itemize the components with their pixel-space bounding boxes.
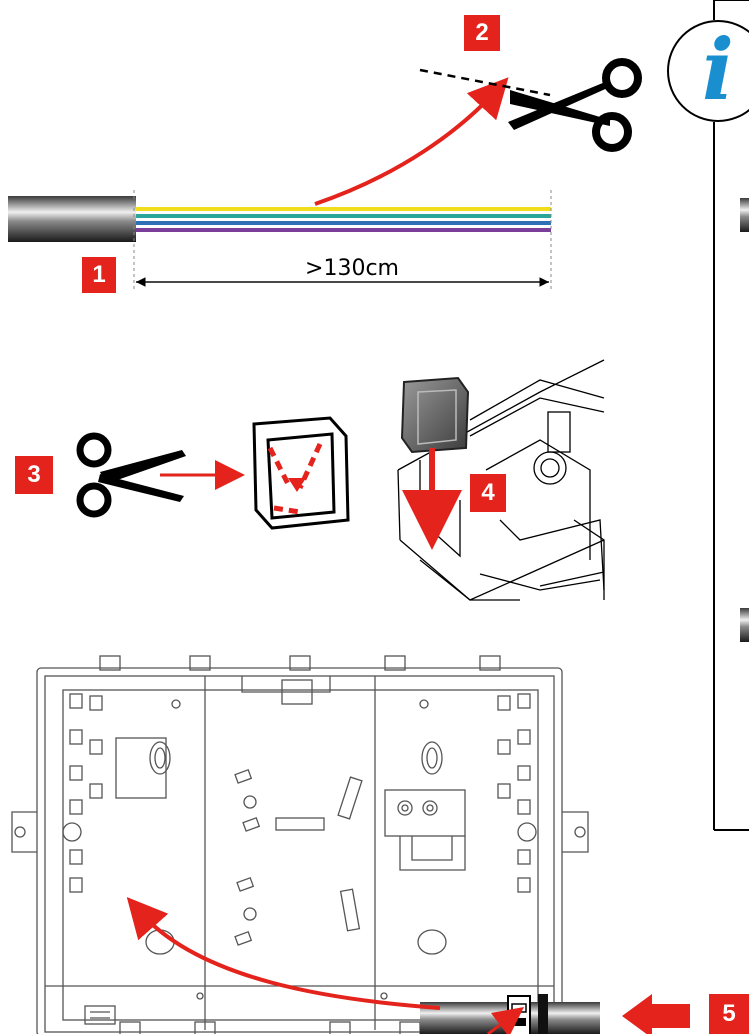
step-badge-3: 3: [15, 456, 53, 494]
step-badge-4: 4: [470, 474, 506, 512]
cover-cap: [400, 376, 470, 454]
cut-line: [419, 68, 551, 97]
step-badge-5: 5: [709, 994, 749, 1034]
arrow-icon: [487, 1007, 524, 1034]
step-badge-1: 1: [82, 257, 116, 293]
scissors-icon: [508, 58, 642, 152]
arrow-icon: [314, 77, 509, 206]
info-icon: [667, 20, 749, 122]
cable-entry: [420, 994, 600, 1034]
arrow-icon: [126, 897, 441, 1010]
step-badge-2: 2: [464, 15, 500, 51]
housing-detail: [397, 359, 605, 601]
dimension-line: [133, 190, 552, 292]
cable-with-wires: [8, 196, 551, 242]
cover-cap-outline: [252, 416, 350, 530]
info-panel: [713, 0, 749, 831]
arrow-icon: [622, 994, 690, 1034]
info-icon-glyph: i: [702, 20, 734, 119]
cable-jacket: [8, 196, 136, 242]
mounting-plate: [11, 655, 589, 1034]
scissors-icon: [76, 432, 186, 518]
dimension-label: >130cm: [305, 256, 399, 281]
